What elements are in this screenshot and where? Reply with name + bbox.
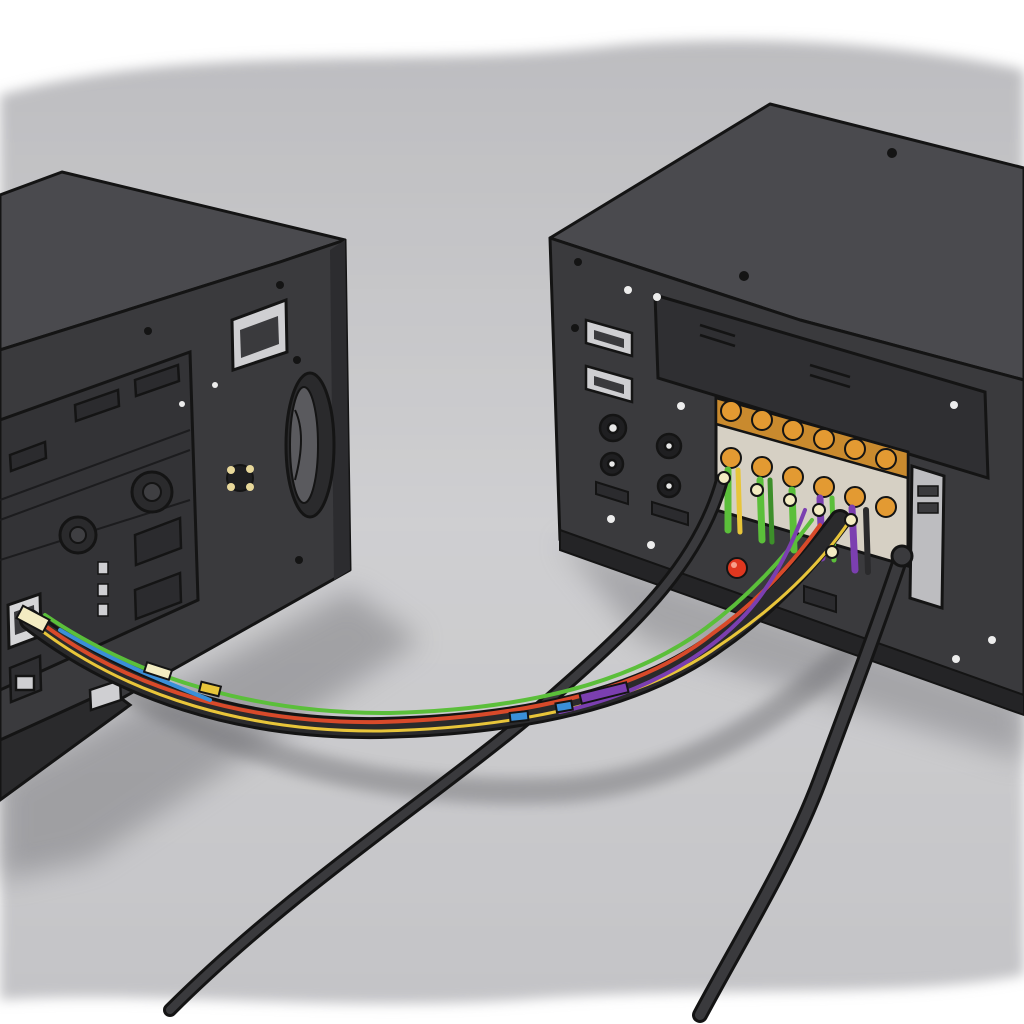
- right-server-unit: [548, 102, 1024, 717]
- wire-blue: [58, 628, 212, 702]
- left-unit-knob: [226, 464, 254, 492]
- left-unit-round-connector-2: [58, 515, 98, 555]
- terminal-screw-row-bottom: [720, 447, 897, 518]
- right-unit-jack: [598, 413, 683, 499]
- right-unit-label-1: [584, 318, 634, 358]
- fan-vent-icon: [284, 371, 336, 519]
- cable-shadow: [52, 630, 870, 805]
- terminal-screw-row-top: [720, 400, 897, 470]
- cable-markers: [15, 604, 630, 724]
- cable-bundle: [15, 471, 914, 1023]
- wire-red: [38, 523, 822, 725]
- right-unit-shadow: [560, 540, 1024, 760]
- right-unit-top-panel: [653, 292, 990, 481]
- power-led-icon: [726, 557, 748, 579]
- left-unit-round-connector-1: [130, 470, 174, 514]
- left-server-unit: [0, 170, 352, 802]
- wire-green: [43, 518, 814, 716]
- right-unit-label-2: [584, 364, 634, 404]
